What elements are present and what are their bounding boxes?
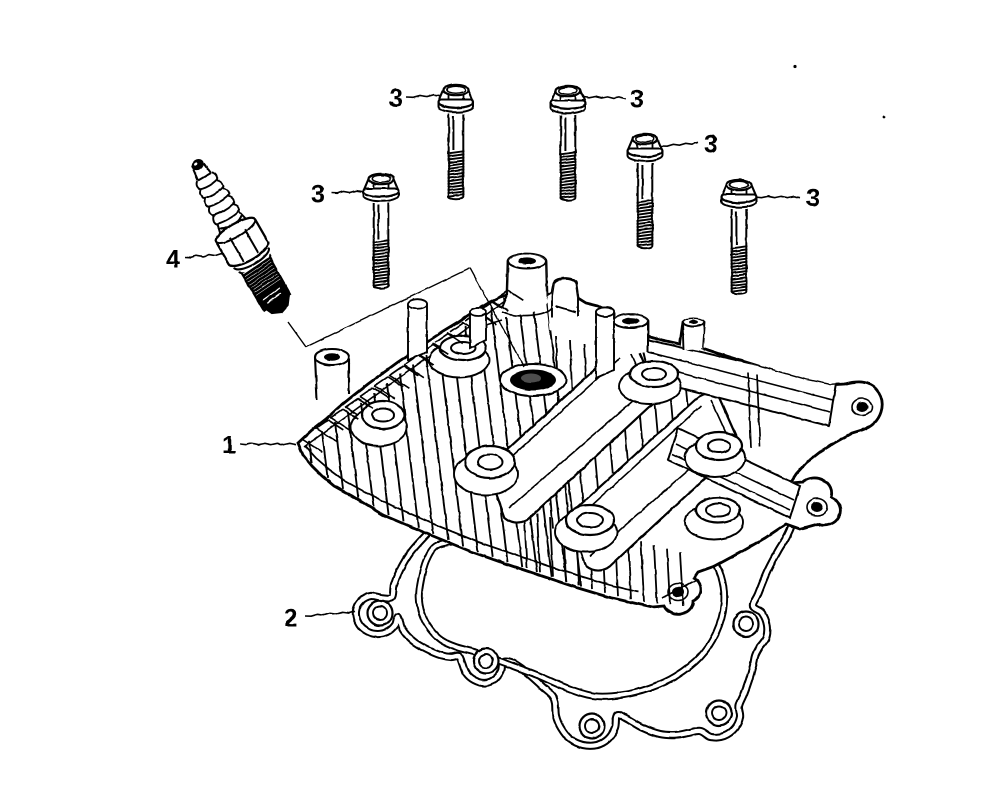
- svg-text:1: 1: [222, 432, 236, 460]
- svg-text:3: 3: [630, 86, 644, 114]
- svg-text:3: 3: [311, 181, 325, 209]
- svg-text:4: 4: [166, 246, 180, 274]
- svg-text:3: 3: [806, 185, 820, 213]
- svg-text:2: 2: [284, 605, 298, 633]
- svg-text:3: 3: [704, 131, 718, 159]
- svg-text:3: 3: [389, 85, 403, 113]
